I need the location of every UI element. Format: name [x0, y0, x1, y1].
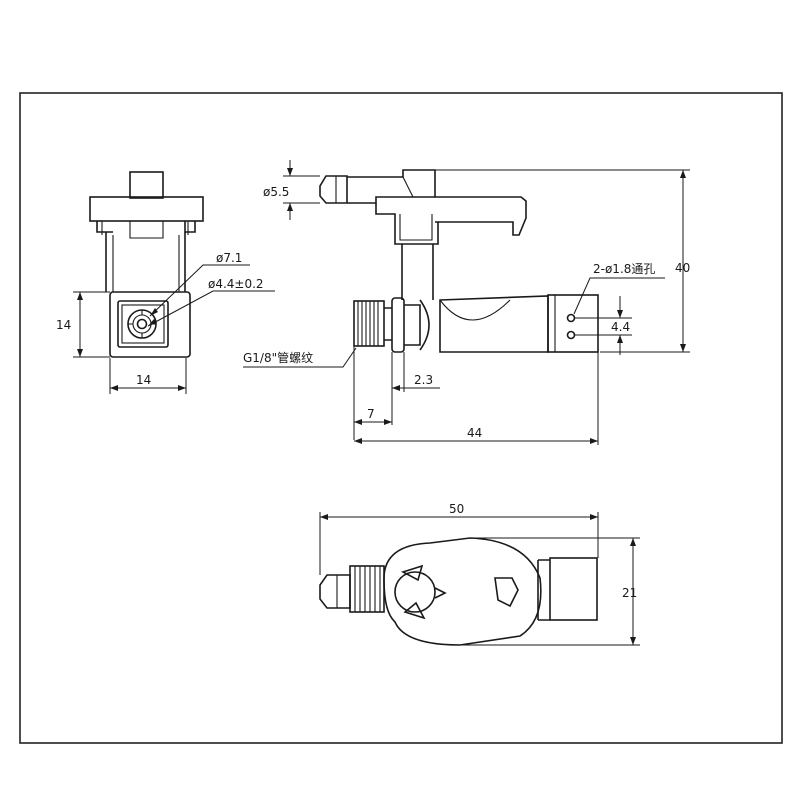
hole-spacing-dim: 4.4	[611, 320, 630, 334]
thread-label: G1/8"管螺纹	[243, 350, 313, 365]
flange-dim: 2.3	[414, 373, 433, 387]
top-length-dim: 50	[449, 502, 464, 516]
front-view-dims	[73, 264, 275, 394]
front-height-dim: 14	[56, 318, 71, 332]
holes-label: 2-ø1.8通孔	[593, 262, 655, 276]
thread-length-dim: 7	[367, 407, 375, 421]
top-width-dim: 21	[622, 586, 637, 600]
inner-hole-label: ø4.4±0.2	[208, 277, 264, 291]
nozzle-diameter-dim: ø5.5	[263, 185, 289, 199]
front-view	[89, 171, 204, 358]
side-length-dim: 44	[467, 426, 482, 440]
outer-hole-label: ø7.1	[216, 251, 242, 265]
side-view-dims	[243, 160, 690, 445]
front-width-dim: 14	[136, 373, 151, 387]
top-view-dims	[319, 512, 640, 646]
side-view	[319, 169, 599, 353]
drawing-frame	[19, 92, 783, 744]
side-height-dim: 40	[675, 261, 690, 275]
top-view	[319, 537, 598, 646]
